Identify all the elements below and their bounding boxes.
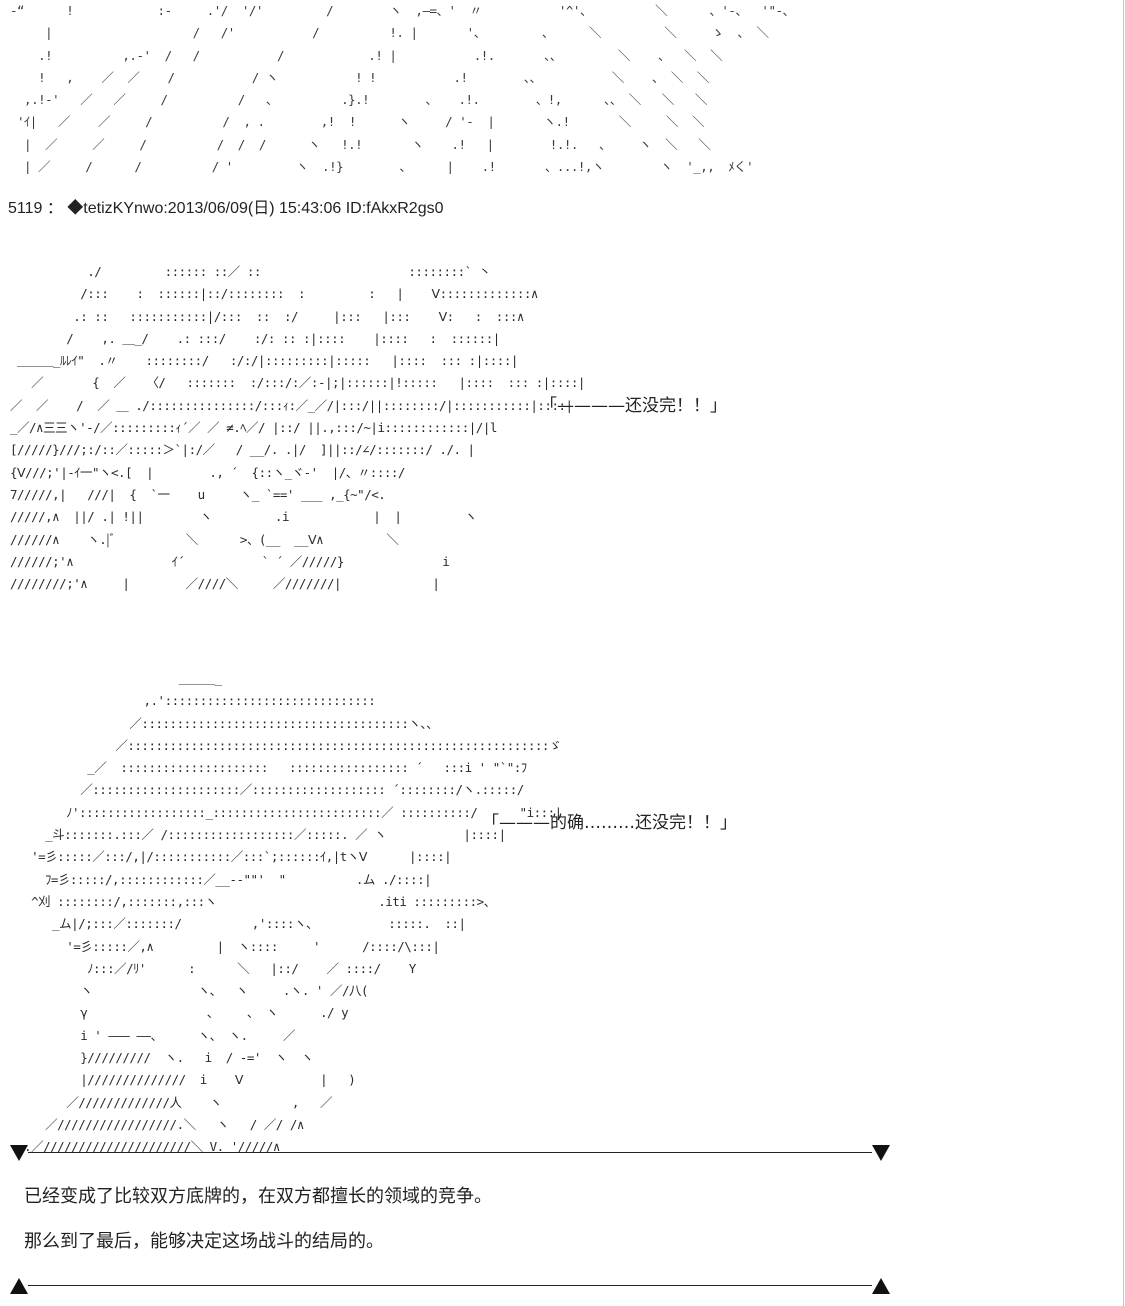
dialogue-line-2: 「———的确………还没完！！」 xyxy=(482,813,737,833)
dialogue-line-1: 「————还没完！！」 xyxy=(540,396,727,416)
page-right-border xyxy=(1123,0,1124,1306)
narration-divider-top xyxy=(10,1143,890,1163)
post-header: 5119 ： ◆tetizKYnwo:2013/06/09(日) 15:43:0… xyxy=(8,200,444,217)
ascii-art-speedlines: -“ ! :- .'/ '/' / ヽ ,—=、' 〃 '^'、 ＼ 、'-、 … xyxy=(10,3,795,175)
ascii-art-character-girl: ./ :::::: ::／ :: ::::::::` 丶 /::: : ::::… xyxy=(10,264,585,592)
narration-line-1: 已经变成了比较双方底牌的，在双方都擅长的领域的竞争。 xyxy=(24,1186,492,1207)
down-triangle-icon xyxy=(10,1145,28,1161)
up-triangle-icon xyxy=(10,1278,28,1294)
narration-line-2: 那么到了最后，能够决定这场战斗的结局的。 xyxy=(24,1231,384,1252)
divider-line xyxy=(28,1152,872,1153)
divider-line xyxy=(28,1285,872,1286)
up-triangle-icon xyxy=(872,1278,890,1294)
down-triangle-icon xyxy=(872,1145,890,1161)
ascii-art-character-boy: ＿＿＿_ ,.':::::::::::::::::::::::::::::: ／… xyxy=(24,671,562,1155)
narration-divider-bottom xyxy=(10,1276,890,1296)
